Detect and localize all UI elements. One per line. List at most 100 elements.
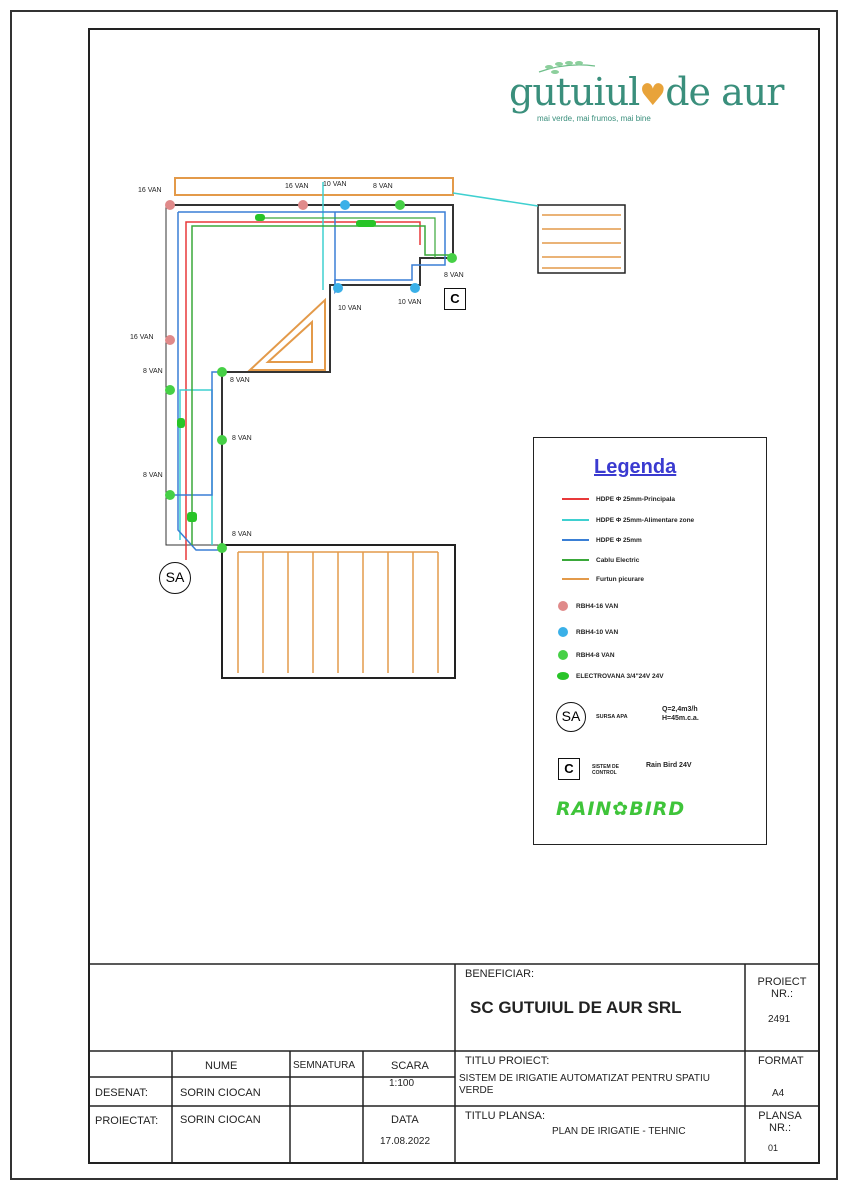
drip-triangle-outer xyxy=(247,297,326,371)
legend-item: Furtun picurare xyxy=(596,576,645,583)
electrovalve-markers xyxy=(177,214,376,522)
legend-item: HDPE Φ 25mm-Alimentare zone xyxy=(596,517,695,524)
controller-symbol: C xyxy=(444,288,466,310)
proiectat-label: PROIECTAT: xyxy=(95,1115,159,1127)
desenat-value: SORIN CIOCAN xyxy=(180,1087,261,1099)
valve-8 xyxy=(217,543,227,553)
drip-strip-top xyxy=(174,177,454,196)
valve-label: 10 VAN xyxy=(398,299,422,306)
valve-16 xyxy=(298,200,308,210)
project-nr-value: 2491 xyxy=(768,1014,791,1025)
logo-name-part1: gutuiul xyxy=(509,70,640,114)
legend-pump-flow: Q=2,4m3/h xyxy=(662,706,698,713)
scara-label: SCARA xyxy=(391,1060,429,1072)
legend-item: RBH4-16 VAN xyxy=(576,603,619,610)
valve-label: 8 VAN xyxy=(143,472,163,479)
legend-title: Legenda xyxy=(594,456,677,478)
col-semnatura: SEMNATURA xyxy=(293,1060,356,1071)
valve-8 xyxy=(165,490,175,500)
legend-controller-symbol: C xyxy=(558,758,580,780)
valve-8 xyxy=(165,385,175,395)
electrovalve xyxy=(356,220,376,227)
valve-label: 8 VAN xyxy=(444,272,464,279)
pipe-top xyxy=(178,211,446,295)
legend-item: HDPE Φ 25mm xyxy=(596,537,642,544)
valve-label: 8 VAN xyxy=(232,531,252,538)
legend-controller-label: CONTROL xyxy=(592,770,617,776)
valve-8 xyxy=(217,367,227,377)
electric-cable-branch xyxy=(260,217,436,258)
company-logo: gutuiul♥de aur mai verde, mai frumos, ma… xyxy=(505,61,795,132)
electrovalve xyxy=(255,214,265,221)
feed-line-right xyxy=(452,192,539,207)
main-pipe xyxy=(185,221,421,560)
legend-swatch-point xyxy=(557,672,569,680)
valve-label: 8 VAN xyxy=(373,183,393,190)
electrovalve xyxy=(177,418,185,428)
legend-controller-value: Rain Bird 24V xyxy=(646,762,692,769)
valve-8 xyxy=(395,200,405,210)
legend-controller-label: SISTEM DE xyxy=(592,764,619,770)
legend-pump-head: H=45m.c.a. xyxy=(662,715,699,722)
valve-label: 10 VAN xyxy=(338,305,362,312)
valve-8 xyxy=(217,435,227,445)
format-value: A4 xyxy=(772,1088,785,1099)
col-nume: NUME xyxy=(205,1060,238,1072)
valve-10 xyxy=(333,283,343,293)
project-nr-label: PROIECT NR.: xyxy=(757,976,807,1000)
valve-16 xyxy=(165,335,175,345)
desenat-label: DESENAT: xyxy=(95,1087,148,1099)
rain-bird-logo: RAIN✿BIRD xyxy=(556,798,686,820)
legend-swatch-point xyxy=(558,650,568,660)
legend-item: ELECTROVANA 3/4"24V 24V xyxy=(576,673,664,680)
scara-value: 1:100 xyxy=(389,1078,415,1089)
legend-item: HDPE Φ 25mm-Principala xyxy=(596,496,676,503)
legend-pump-label: SURSA APA xyxy=(596,714,628,720)
data-label: DATA xyxy=(391,1114,419,1126)
water-source-symbol: SA xyxy=(159,562,191,594)
beneficiar-value: SC GUTUIUL DE AUR SRL xyxy=(470,998,682,1017)
valve-label: 16 VAN xyxy=(285,183,309,190)
electrovalve xyxy=(187,512,197,522)
drip-lines-right xyxy=(542,214,621,269)
beneficiar-label: BENEFICIAR: xyxy=(465,968,535,980)
sheet-outer-border xyxy=(10,10,838,1180)
legend-item: RBH4-10 VAN xyxy=(576,629,619,636)
legend-item: Cablu Electric xyxy=(596,557,640,564)
logo-wordmark: gutuiul♥de aur xyxy=(509,70,784,114)
valve-label: 16 VAN xyxy=(138,187,162,194)
data-value: 17.08.2022 xyxy=(380,1136,431,1147)
legend-swatch-point xyxy=(558,601,568,611)
legend-swatch-point xyxy=(558,627,568,637)
valve-10 xyxy=(340,200,350,210)
format-label: FORMAT xyxy=(758,1055,804,1067)
valve-16 xyxy=(165,200,175,210)
titlu-proiect-value: SISTEM DE IRIGATIE AUTOMATIZAT PENTRU SP… xyxy=(459,1073,710,1096)
logo-name-part2: de aur xyxy=(665,70,784,114)
valve-label: 10 VAN xyxy=(323,181,347,188)
valve-markers xyxy=(165,200,457,553)
garden-boundary-left xyxy=(165,205,222,546)
titlu-proiect-label: TITLU PROIECT: xyxy=(465,1055,550,1067)
valve-8 xyxy=(447,253,457,263)
heart-icon: ♥ xyxy=(639,78,666,113)
leaf-sprig-icon xyxy=(538,61,596,74)
plansa-label: PLANSA NR.: xyxy=(758,1110,802,1134)
titlu-plansa-label: TITLU PLANSA: xyxy=(465,1110,546,1122)
titlu-plansa-value: PLAN DE IRIGATIE - TEHNIC xyxy=(552,1126,686,1137)
valve-label: 16 VAN xyxy=(130,334,154,341)
sheet-inner-border xyxy=(88,28,820,1164)
valve-label: 8 VAN xyxy=(143,368,163,375)
plansa-value: 01 xyxy=(768,1143,779,1153)
feed-pipe-left xyxy=(179,389,213,545)
electric-cable xyxy=(191,225,452,545)
pipe-left xyxy=(177,212,222,551)
drip-triangle-inner xyxy=(265,319,313,363)
proiectat-value: SORIN CIOCAN xyxy=(180,1114,261,1126)
valve-10 xyxy=(410,283,420,293)
drip-lines-bottom xyxy=(237,551,439,673)
valve-label: 8 VAN xyxy=(232,435,252,442)
drip-zone-right xyxy=(537,204,626,274)
logo-tagline: mai verde, mai frumos, mai bine xyxy=(537,114,651,123)
